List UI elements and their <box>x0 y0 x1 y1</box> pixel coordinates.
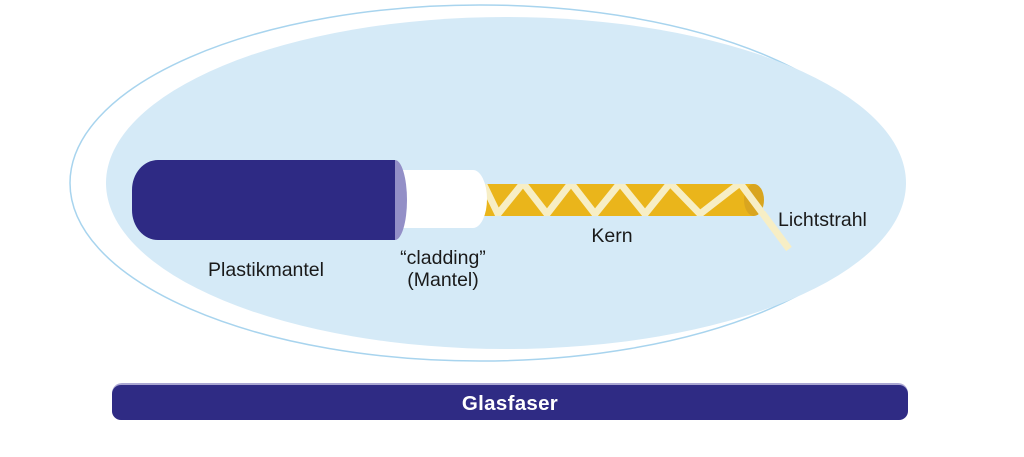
light-ray-exit <box>759 210 792 252</box>
label-cladding-line1: “cladding” <box>400 247 486 269</box>
banner-bar <box>112 385 908 420</box>
banner-title: Glasfaser <box>462 392 558 415</box>
light-ray-zigzag <box>483 184 764 216</box>
label-cladding-line2: (Mantel) <box>407 269 479 291</box>
cladding-cylinder <box>397 170 473 228</box>
background-ellipse <box>106 17 906 349</box>
jacket-cylinder <box>132 160 395 240</box>
label-plastikmantel: Plastikmantel <box>208 259 324 281</box>
label-lichtstrahl: Lichtstrahl <box>778 209 867 231</box>
label-kern: Kern <box>591 225 632 247</box>
